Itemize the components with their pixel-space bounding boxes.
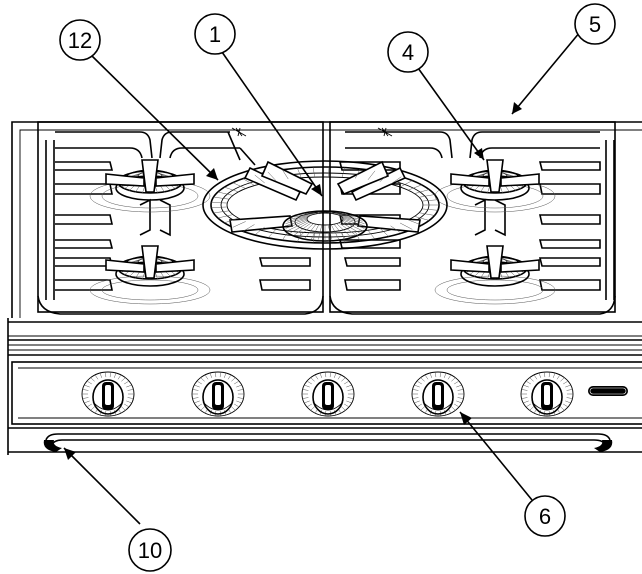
callout-5: 5: [574, 3, 616, 45]
knobs: [81, 371, 574, 417]
knob-4[interactable]: [411, 371, 465, 417]
leader-6: [459, 411, 533, 501]
leader-12: [91, 55, 219, 181]
burners: [105, 159, 540, 287]
knob-5[interactable]: [520, 371, 574, 417]
right-grate-fingers: [338, 127, 615, 300]
leader-5: [511, 31, 581, 115]
leader-1: [221, 51, 323, 197]
knob-2[interactable]: [191, 371, 245, 417]
callout-10: 10: [128, 528, 172, 572]
cooktop-body: [11, 121, 642, 318]
callout-4-label: 4: [402, 40, 414, 65]
brand-badge-icon: [588, 386, 628, 396]
callout-10-label: 10: [138, 538, 162, 563]
knob-3[interactable]: [301, 371, 355, 417]
callout-1: 1: [194, 13, 236, 55]
callout-6-label: 6: [539, 504, 551, 529]
left-rear-burner: [105, 159, 195, 201]
right-grate: [329, 121, 616, 313]
callout-5-label: 5: [589, 12, 601, 37]
left-grate-fingers: [45, 131, 311, 300]
left-front-burner: [105, 245, 195, 287]
left-grate-notch: [231, 127, 247, 137]
callout-4: 4: [387, 31, 429, 73]
right-rear-burner: [450, 159, 540, 201]
control-panel: [11, 361, 642, 425]
leader-10: [63, 447, 141, 525]
handle-left-bracket-icon: [43, 440, 62, 452]
callout-12-label: 12: [68, 28, 92, 53]
front-handle-rail[interactable]: [43, 433, 613, 452]
center-wok-burner: [211, 167, 439, 243]
knob-1[interactable]: [81, 371, 135, 417]
callout-1-label: 1: [209, 22, 221, 47]
handle-right-bracket-icon: [594, 440, 613, 452]
right-front-burner: [450, 245, 540, 287]
front-panel: [7, 318, 642, 455]
leader-lines: [63, 31, 581, 525]
left-grate: [37, 121, 324, 313]
callouts: 12 1 4 5 6 10: [59, 3, 616, 572]
leader-4: [417, 67, 485, 161]
callout-6: 6: [524, 495, 566, 537]
callout-12: 12: [59, 19, 101, 61]
